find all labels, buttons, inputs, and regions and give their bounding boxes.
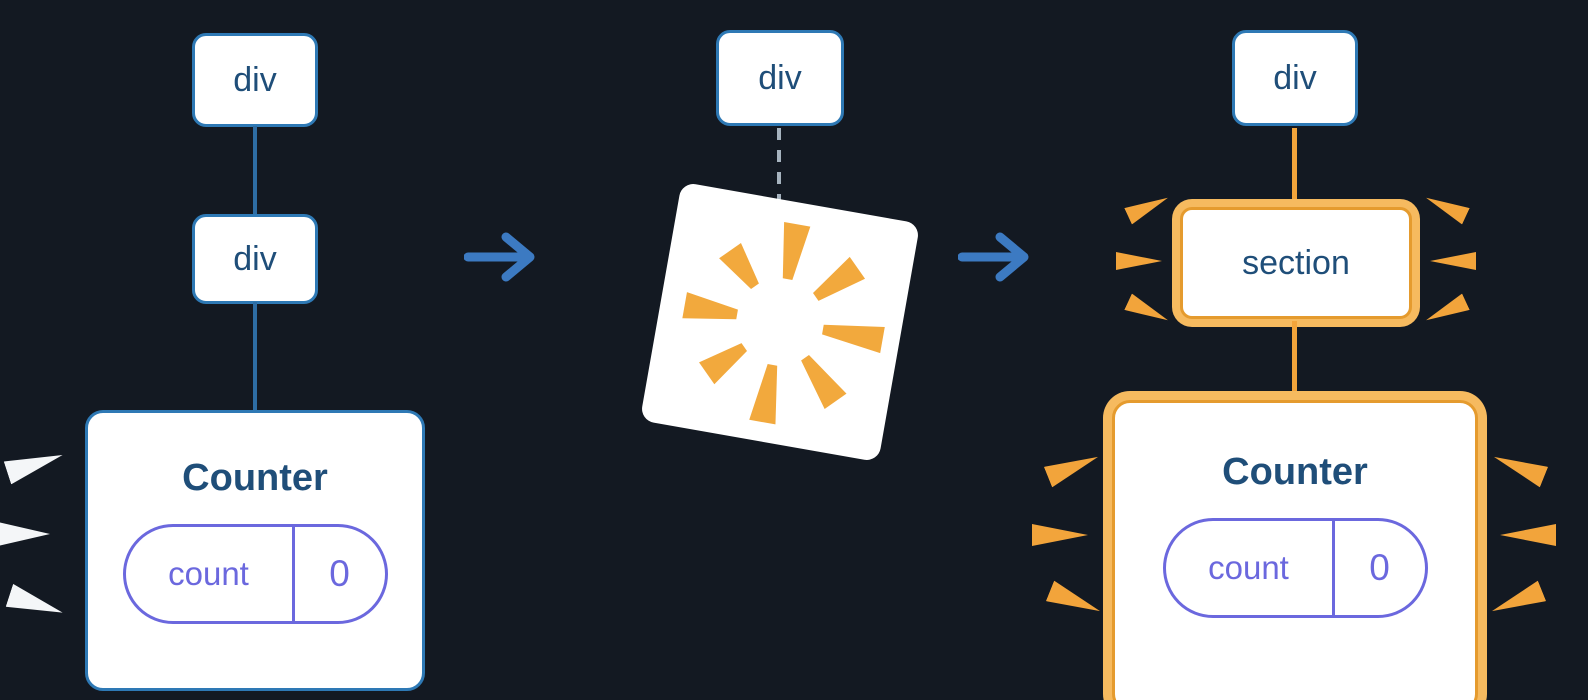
emphasis-spark-icon <box>1422 294 1469 329</box>
component-title: Counter <box>182 457 328 499</box>
connector-line <box>253 126 257 216</box>
state-key: count <box>1208 549 1289 586</box>
connector-line-orange <box>1292 321 1297 401</box>
counter-component-card-before: Counter count 0 <box>85 410 425 691</box>
tree-node-div-root-after: div <box>1232 30 1358 126</box>
emphasis-spark-icon <box>1488 581 1546 622</box>
emphasis-spark-icon <box>1422 190 1469 225</box>
emphasis-spark-icon <box>1490 447 1548 488</box>
emphasis-spark-icon <box>6 584 67 624</box>
state-key: count <box>168 555 249 592</box>
poof-card <box>639 181 921 463</box>
emphasis-spark-icon <box>1044 447 1102 488</box>
counter-component-card-highlighted: Counter count 0 <box>1112 400 1478 700</box>
connector-line <box>253 302 257 412</box>
emphasis-spark-icon <box>1430 252 1476 270</box>
emphasis-spark-icon <box>1124 190 1171 225</box>
state-pill: count 0 <box>1162 518 1428 618</box>
poof-burst-icon <box>682 221 885 425</box>
emphasis-spark-icon <box>0 522 50 546</box>
emphasis-spark-icon <box>1116 252 1162 270</box>
tree-node-div-root-before: div <box>192 33 318 127</box>
emphasis-spark-icon <box>4 444 67 485</box>
arrow-right-icon <box>958 232 1029 282</box>
connector-line-orange <box>1292 128 1297 210</box>
component-title: Counter <box>1222 451 1368 493</box>
state-pill: count 0 <box>122 524 388 624</box>
emphasis-spark-icon <box>1124 294 1171 329</box>
tree-node-div-root-during: div <box>716 30 844 126</box>
state-value: 0 <box>1331 521 1425 615</box>
tree-node-section-highlighted: section <box>1180 207 1412 319</box>
emphasis-spark-icon <box>1500 524 1556 546</box>
emphasis-spark-icon <box>1032 524 1088 546</box>
arrow-right-icon <box>464 232 535 282</box>
tree-node-div-child-before: div <box>192 214 318 304</box>
state-value: 0 <box>291 527 385 621</box>
dashed-connector-line <box>777 128 781 220</box>
emphasis-spark-icon <box>1046 581 1104 622</box>
